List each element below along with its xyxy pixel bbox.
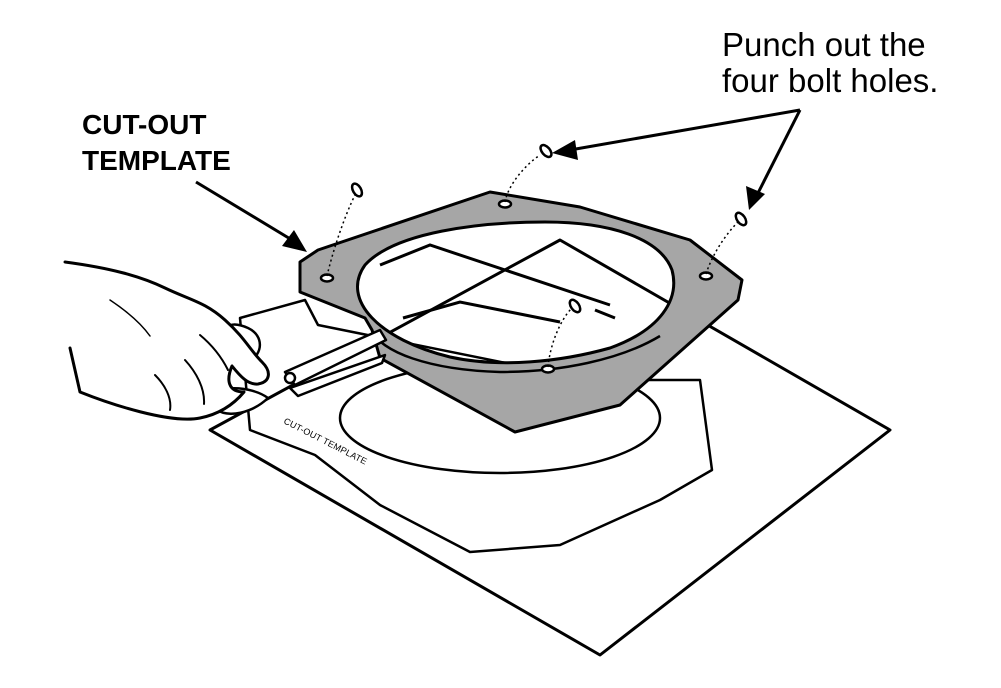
punch-line-2: four bolt holes. bbox=[722, 62, 938, 99]
hand-icon bbox=[63, 260, 270, 421]
cut-out-template bbox=[298, 190, 744, 434]
printed-template-outline bbox=[238, 298, 714, 554]
punched-disc-icon bbox=[350, 143, 748, 314]
punch-callout: Punch out the four bolt holes. bbox=[552, 26, 938, 210]
callout-line-1: CUT-OUT bbox=[82, 109, 206, 140]
paper-sheet bbox=[208, 238, 892, 657]
punch-trajectories bbox=[326, 154, 739, 368]
template-callout: CUT-OUT TEMPLATE bbox=[82, 109, 307, 252]
punch-line-1: Punch out the bbox=[722, 26, 926, 63]
callout-line-2: TEMPLATE bbox=[82, 145, 231, 176]
